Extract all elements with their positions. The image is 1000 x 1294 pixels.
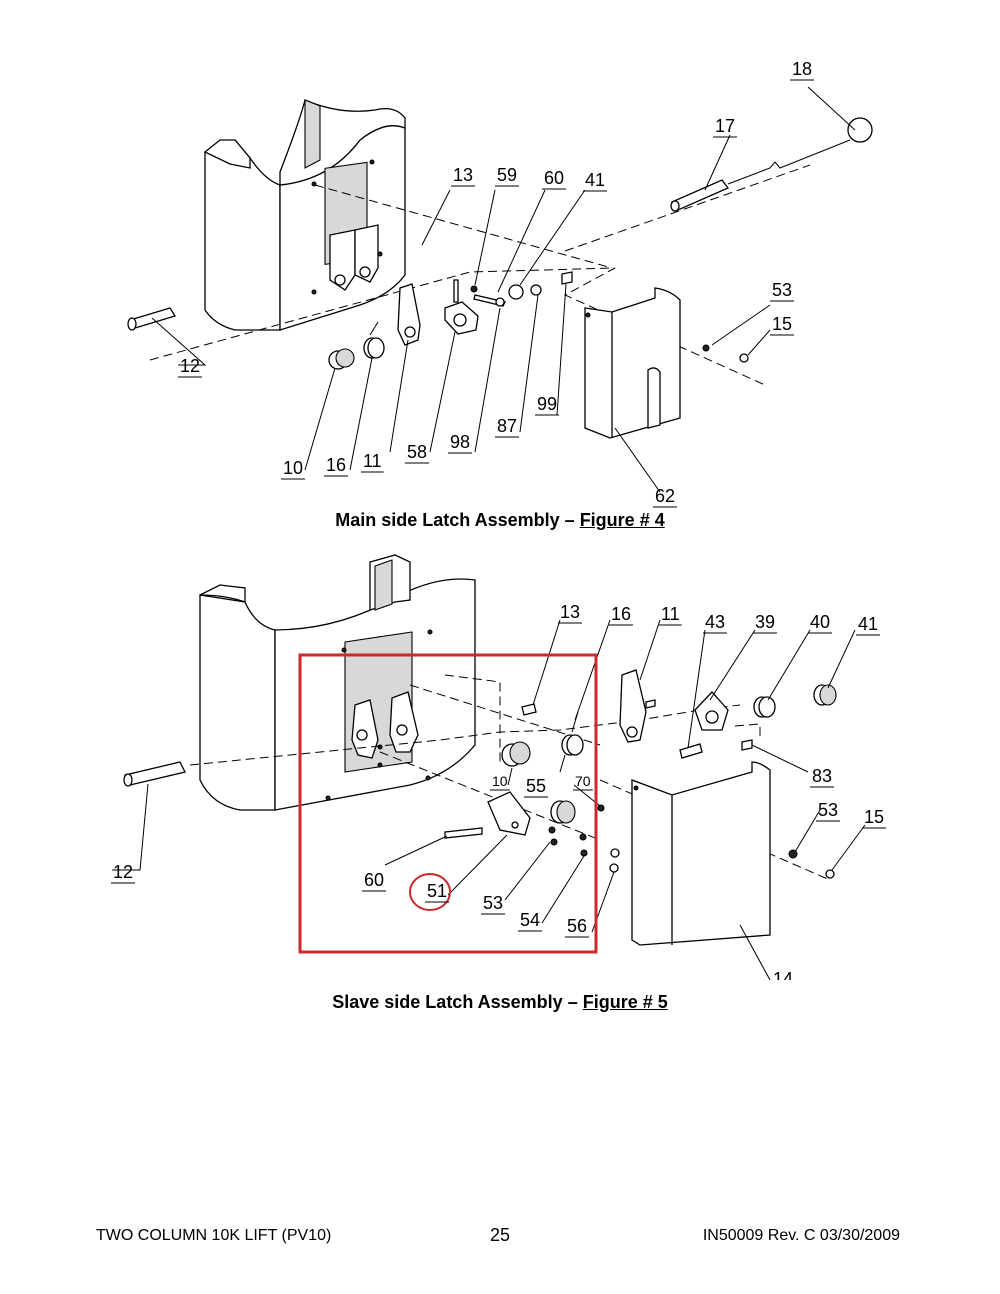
callout: 53 (818, 800, 838, 820)
callout: 58 (407, 442, 427, 462)
callout: 83 (812, 766, 832, 786)
callout: 15 (772, 314, 792, 334)
spring-16 (363, 321, 385, 359)
latch-housing (199, 554, 476, 811)
callout: 13 (560, 602, 580, 622)
footer-document-title: TWO COLUMN 10K LIFT (PV10) (96, 1227, 332, 1244)
callout: 98 (450, 432, 470, 452)
callout: 15 (864, 807, 884, 827)
callout: 53 (772, 280, 792, 300)
cover-14 (631, 761, 771, 946)
bushing-10 (501, 741, 531, 767)
bushing-41 (813, 684, 837, 706)
callout: 14 (773, 969, 793, 980)
bracket-51 (487, 791, 531, 836)
highlight-circle (409, 873, 451, 911)
rod-17 (670, 179, 730, 212)
callout: 10 (283, 458, 303, 478)
figure-4-diagram: 18 17 13 59 60 41 53 15 12 10 16 11 58 9… (127, 59, 873, 508)
footer-page-number: 25 (489, 1225, 511, 1245)
highlight-box (298, 653, 598, 954)
latch-housing (203, 99, 406, 331)
spring-40 (753, 696, 776, 718)
callout: 60 (364, 870, 384, 890)
callout: 60 (544, 168, 564, 188)
cam-39 (679, 691, 729, 759)
figure-5-caption: Slave side Latch Assembly – Figure # 5 (0, 992, 1000, 1013)
callout: 10 (492, 773, 508, 789)
callout: 41 (858, 614, 878, 634)
figure-5-callouts: 13 16 11 43 39 40 41 10 55 70 83 53 15 1… (111, 602, 887, 980)
callout: 13 (453, 165, 473, 185)
figure-4-caption: Main side Latch Assembly – Figure # 4 (0, 510, 1000, 531)
callout: 16 (611, 604, 631, 624)
figure-reference: Figure # 5 (582, 992, 668, 1012)
callout: 41 (585, 170, 605, 190)
pin-12 (123, 761, 186, 787)
footer-revision: IN50009 Rev. C 03/30/2009 (702, 1227, 900, 1244)
bushing-10 (328, 348, 355, 370)
caption-text: Main side Latch Assembly – (335, 510, 580, 530)
figure-4-callouts: 18 17 13 59 60 41 53 15 12 10 16 11 58 9… (178, 59, 815, 508)
pin-12 (127, 307, 177, 331)
caption-text: Slave side Latch Assembly – (332, 992, 583, 1012)
callout: 40 (810, 612, 830, 632)
callout: 11 (363, 451, 382, 471)
callout: 54 (520, 910, 540, 930)
callout: 12 (180, 356, 200, 376)
figure-5-diagram: 13 16 11 43 39 40 41 10 55 70 83 53 15 1… (111, 554, 887, 980)
callout: 17 (715, 116, 735, 136)
pulley-55 (550, 800, 576, 824)
callout: 56 (567, 916, 587, 936)
callout: 59 (497, 165, 517, 185)
callout: 51 (427, 881, 447, 901)
cam-58 (444, 279, 479, 335)
callout: 53 (483, 893, 503, 913)
callout: 55 (526, 776, 546, 796)
knob-18 (847, 117, 873, 143)
callout: 18 (792, 59, 812, 79)
latch-11 (397, 283, 421, 346)
callout: 87 (497, 416, 517, 436)
figure-reference: Figure # 4 (579, 510, 665, 530)
latch-11 (619, 669, 656, 743)
callout: 62 (655, 486, 675, 506)
callout: 43 (705, 612, 725, 632)
cover-62 (584, 287, 681, 439)
callout: 99 (537, 394, 557, 414)
callout: 70 (575, 773, 591, 789)
callout: 16 (326, 455, 346, 475)
callout: 11 (661, 604, 680, 624)
callout: 12 (113, 862, 133, 882)
spring-16 (559, 711, 584, 773)
callout: 39 (755, 612, 775, 632)
